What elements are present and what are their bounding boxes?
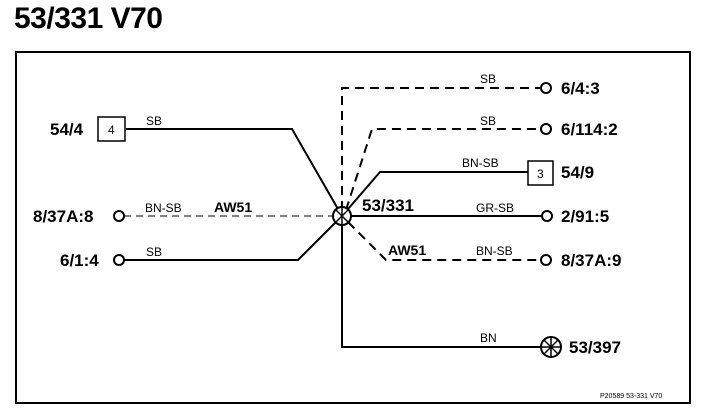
terminal-icon	[113, 210, 125, 222]
connector-54-9: 3 54/9	[527, 160, 594, 186]
connector-label: 8/37A:8	[33, 207, 93, 226]
pin-number: 3	[537, 167, 544, 181]
diagram-title: 53/331 V70	[14, 2, 163, 35]
wire-color-label: BN-SB	[476, 244, 513, 258]
wire-color-label: SB	[146, 114, 162, 128]
wire-53-397: BN	[341, 224, 540, 348]
wire-code-label: AW51	[214, 199, 252, 215]
wire-6-1-4: SB	[124, 215, 343, 261]
connector-label: 54/9	[561, 163, 594, 182]
terminal-icon	[540, 254, 552, 266]
wire-8-37a-8: BN-SB AW51	[124, 199, 334, 217]
connector-label: 54/4	[50, 120, 84, 139]
wire-color-label: GR-SB	[476, 201, 514, 215]
figure-code: P20589 53-331 V70	[600, 393, 662, 400]
pin-box	[97, 116, 126, 142]
wire-8-37a-9: AW51 BN-SB	[347, 221, 540, 261]
wire-code-label: AW51	[388, 242, 426, 258]
pin-box	[527, 160, 554, 186]
terminal-icon	[540, 82, 552, 94]
connector-label: 8/37A:9	[561, 251, 621, 270]
connector-label: 53/397	[569, 338, 621, 357]
wire-color-label: SB	[480, 114, 496, 128]
connector-label: 6/114:2	[561, 120, 618, 139]
connector-label: 6/4:3	[561, 79, 600, 98]
connector-8-37a-9: 8/37A:9	[540, 251, 621, 270]
wire-54-9: BN-SB	[341, 156, 528, 217]
wire-color-label: BN-SB	[462, 156, 499, 170]
connector-label: 2/91:5	[561, 207, 609, 226]
connector-6-114-2: 6/114:2	[540, 120, 618, 139]
connector-54-4: 54/4 4	[50, 116, 126, 142]
wire-54-4: SB	[126, 114, 343, 217]
connector-label: 6/1:4	[60, 251, 99, 270]
connector-2-91-5: 2/91:5	[541, 207, 609, 226]
pin-number: 4	[108, 123, 115, 137]
wire-6-114-2: SB	[345, 114, 540, 211]
connector-8-37a-8: 8/37A:8	[33, 207, 125, 226]
wire-color-label: SB	[480, 72, 496, 86]
diagram-frame	[15, 51, 691, 404]
connector-6-1-4: 6/1:4	[60, 251, 125, 270]
wire-color-label: SB	[146, 245, 162, 259]
connector-6-4-3: 6/4:3	[540, 79, 600, 98]
terminal-icon	[113, 254, 125, 266]
wire-6-4-3: SB	[341, 72, 540, 210]
terminal-icon	[540, 123, 552, 135]
wire-2-91-5: GR-SB	[350, 201, 542, 217]
wire-color-label: BN-SB	[145, 201, 182, 215]
wire-color-label: BN	[480, 331, 497, 345]
terminal-icon	[541, 210, 553, 222]
connector-53-397: 53/397	[540, 336, 621, 358]
splice-53-331: 53/331	[332, 196, 414, 226]
splice-label: 53/331	[362, 196, 414, 215]
